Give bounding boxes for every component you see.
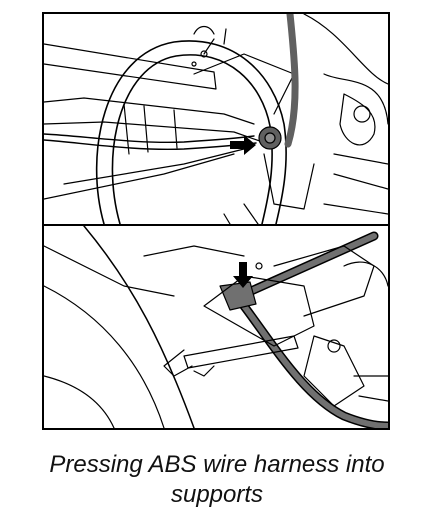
top-view-drawing [44,14,388,224]
caption-line-1: Pressing ABS wire harness into [49,451,385,478]
push-arrow-icon [233,262,253,288]
bottom-view-panel [44,226,388,428]
panel-divider [44,224,388,226]
illustration-frame [42,12,390,430]
figure-caption: Pressing ABS wire harness into supports [0,450,434,510]
push-arrow-icon [230,135,256,155]
bottom-view-drawing [44,226,388,428]
caption-line-2: supports [170,481,264,508]
top-view-panel [44,14,388,224]
